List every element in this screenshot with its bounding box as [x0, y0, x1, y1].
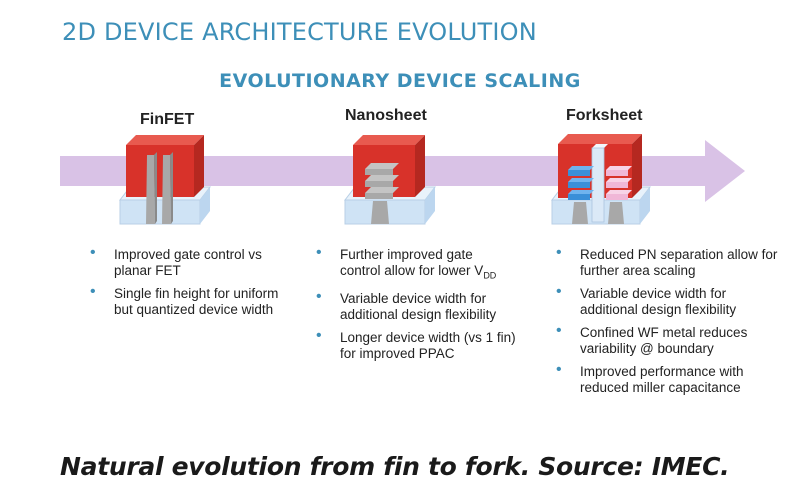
- list-item: •Single fin height for uniform but quant…: [90, 283, 279, 318]
- list-item: •Variable device width for additional de…: [316, 287, 497, 322]
- main-title: 2D DEVICE ARCHITECTURE EVOLUTION: [62, 18, 537, 46]
- forksheet-bullet-list: •Reduced PN separation allow for further…: [556, 244, 780, 403]
- bullet-glyph: •: [316, 287, 322, 305]
- finfet-bullet-list: •Improved gate control vs planar FET •Si…: [90, 244, 280, 325]
- bullet-glyph: •: [556, 361, 562, 378]
- device-label-finfet: FinFET: [140, 111, 195, 128]
- nanosheet-bullet-list: •Further improved gate control allow for…: [316, 244, 516, 369]
- bullet-glyph: •: [90, 283, 96, 300]
- bullet-glyph: •: [316, 326, 322, 344]
- slide: 2D DEVICE ARCHITECTURE EVOLUTION EVOLUTI…: [60, 18, 780, 403]
- list-item: •Variable device width for additional de…: [556, 283, 737, 318]
- list-item: •Reduced PN separation allow for further…: [556, 244, 778, 279]
- list-item: •Confined WF metal reduces variability @…: [556, 322, 748, 357]
- list-item: •Improved gate control vs planar FET: [90, 244, 262, 279]
- bullet-glyph: •: [556, 322, 562, 339]
- vdd-subscript: DD: [483, 270, 497, 281]
- list-item: •Improved performance with reduced mille…: [556, 361, 744, 396]
- nanosheet-device-illustration: [343, 135, 437, 225]
- bullet-glyph: •: [556, 244, 562, 261]
- caption: Natural evolution from fin to fork. Sour…: [60, 452, 730, 481]
- bullet-glyph: •: [90, 244, 96, 261]
- bullet-glyph: •: [556, 283, 562, 300]
- sub-title: EVOLUTIONARY DEVICE SCALING: [219, 70, 581, 92]
- device-label-forksheet: Forksheet: [566, 107, 643, 124]
- bullet-glyph: •: [316, 244, 322, 261]
- list-item: •Further improved gate control allow for…: [316, 244, 497, 281]
- forksheet-device-illustration: [550, 134, 652, 225]
- device-label-nanosheet: Nanosheet: [345, 107, 427, 124]
- finfet-device-illustration: [118, 135, 212, 225]
- list-item: •Longer device width (vs 1 fin) for impr…: [316, 326, 516, 361]
